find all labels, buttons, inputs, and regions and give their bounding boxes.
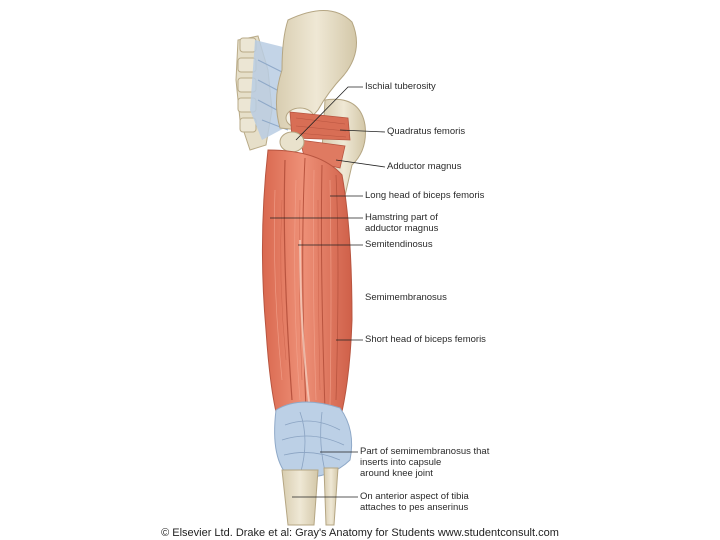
hamstring-muscles <box>261 149 353 421</box>
label-hamstring-part-adductor: Hamstring part of adductor magnus <box>365 212 439 234</box>
label-pes-anserinus: On anterior aspect of tibia attaches to … <box>360 491 469 513</box>
label-ischial-tuberosity: Ischial tuberosity <box>365 81 436 92</box>
label-quadratus-femoris: Quadratus femoris <box>387 126 466 137</box>
leader-ischial-tuberosity <box>295 86 363 141</box>
tibia <box>281 469 319 526</box>
label-long-head-biceps: Long head of biceps femoris <box>365 190 485 201</box>
copyright-credit: © Elsevier Ltd. Drake et al: Gray's Anat… <box>161 527 559 539</box>
label-short-head-biceps: Short head of biceps femoris <box>365 334 486 345</box>
label-semimembranosus-capsule: Part of semimembranosus that inserts int… <box>360 446 490 479</box>
leader-quadratus-femoris <box>339 129 386 133</box>
leader-lines <box>270 86 386 498</box>
fibula <box>323 467 339 526</box>
label-semimembranosus: Semimembranosus <box>365 292 447 303</box>
label-semitendinosus: Semitendinosus <box>365 239 433 250</box>
knee-capsule <box>274 401 353 479</box>
hip-bone <box>276 10 357 131</box>
leader-adductor-magnus <box>335 159 386 168</box>
label-adductor-magnus: Adductor magnus <box>387 161 462 172</box>
